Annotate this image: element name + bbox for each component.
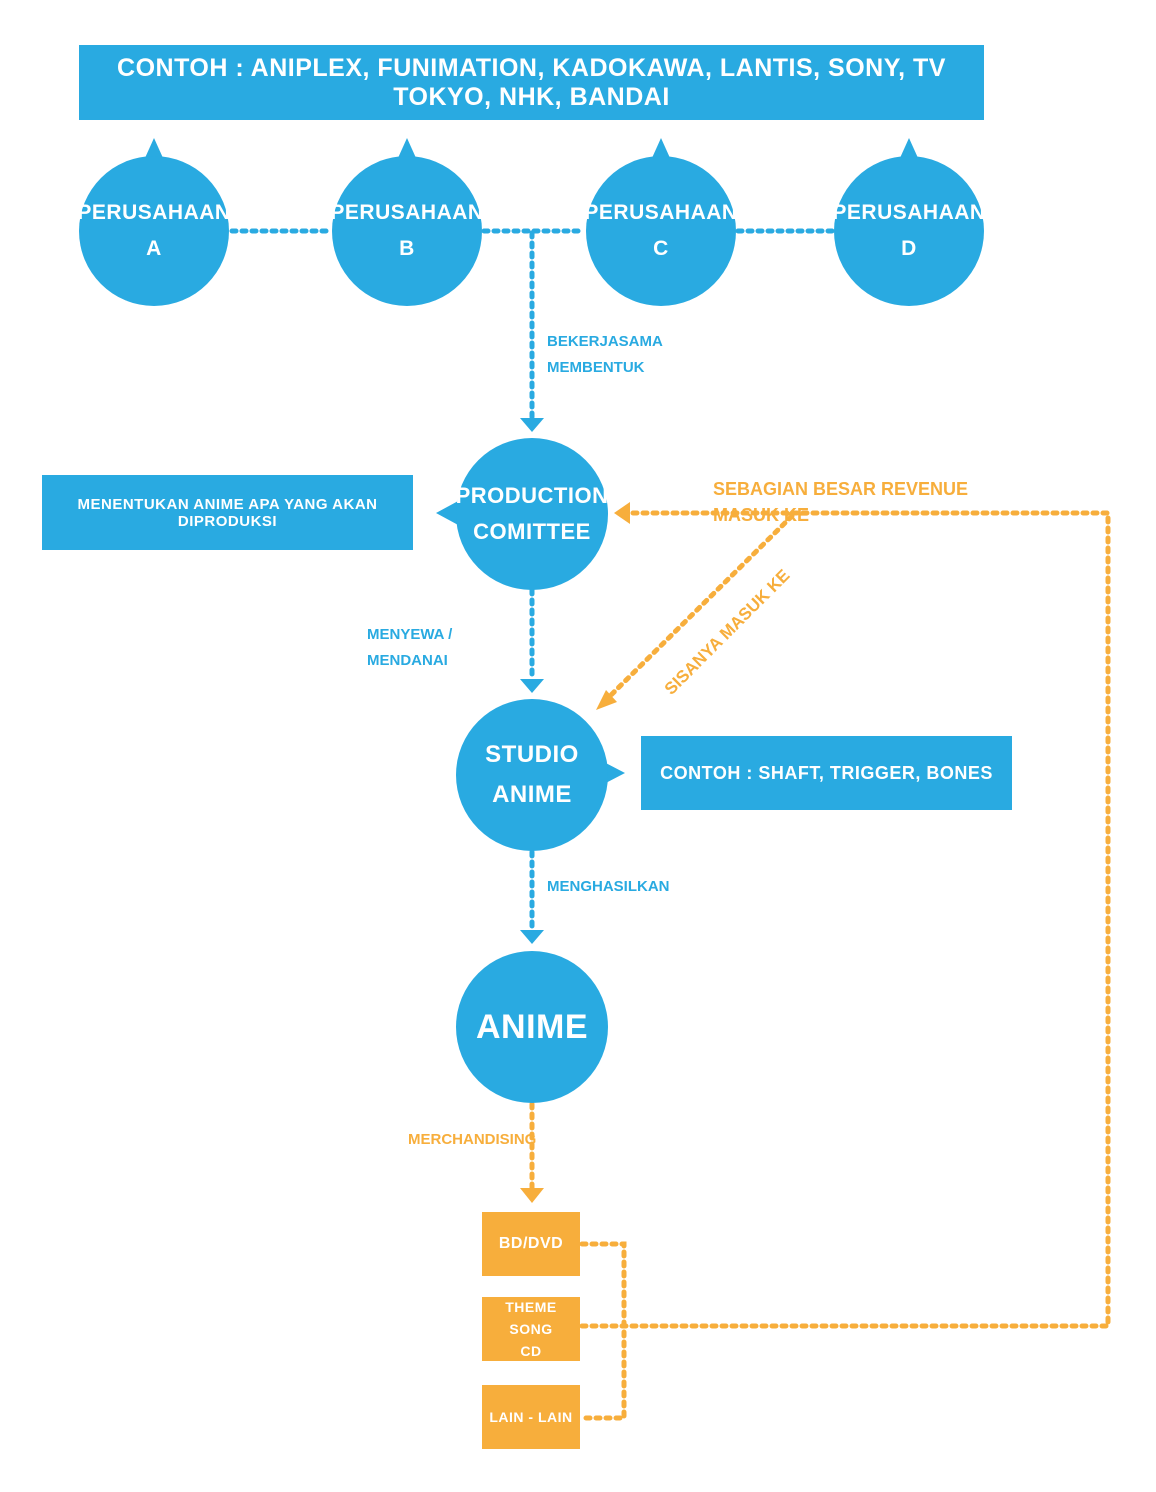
studio-note: CONTOH : SHAFT, TRIGGER, BONES: [641, 736, 1012, 810]
production-committee-node: PRODUCTION COMITTEE: [456, 438, 608, 590]
examples-banner: CONTOH : ANIPLEX, FUNIMATION, KADOKAWA, …: [79, 45, 984, 120]
arrowhead-anime: [520, 930, 544, 944]
company-a-letter: A: [146, 237, 162, 260]
company-b-node: PERUSAHAAN B: [330, 156, 484, 306]
committee-note: MENENTUKAN ANIME APA YANG AKAN DIPRODUKS…: [42, 475, 413, 550]
tail-committee: [436, 500, 460, 526]
tail-a: [145, 138, 163, 158]
company-d-letter: D: [901, 237, 917, 260]
company-d-label: PERUSAHAAN: [832, 201, 986, 224]
company-b-label: PERUSAHAAN: [330, 201, 484, 224]
production-committee-line2: COMITTEE: [473, 519, 591, 544]
production-committee-line1: PRODUCTION: [455, 483, 609, 508]
edge-label-form-line1: BEKERJASAMA: [547, 333, 663, 350]
arrowhead-merch: [520, 1188, 544, 1203]
company-b-letter: B: [399, 237, 415, 260]
revenue-main-label: SEBAGIAN BESAR REVENUE MASUK KE: [713, 479, 969, 525]
tail-d: [900, 138, 918, 158]
merch-item-theme-song-line1: THEME SONG: [505, 1299, 557, 1337]
edge-label-hire: MENYEWA / MENDANAI: [367, 626, 453, 669]
studio-line1: STUDIO: [485, 741, 579, 768]
arrowhead-studio: [520, 679, 544, 693]
merch-item-others-label: LAIN - LAIN: [489, 1409, 573, 1425]
anime-label: ANIME: [475, 1007, 589, 1046]
merch-bracket: [579, 1241, 627, 1421]
tail-c: [652, 138, 670, 158]
tail-b: [398, 138, 416, 158]
company-a-node: PERUSAHAAN A: [77, 156, 231, 306]
arrowhead-committee: [520, 418, 544, 432]
edge-label-form-line2: MEMBENTUK: [547, 359, 645, 376]
company-d-node: PERUSAHAAN D: [832, 156, 986, 306]
merch-item-bd-dvd-label: BD/DVD: [498, 1235, 564, 1252]
studio-line2: ANIME: [492, 781, 572, 808]
revenue-rest-path: [605, 513, 795, 701]
revenue-main-path: [579, 510, 1111, 1329]
arrowhead-revenue-main: [614, 502, 630, 524]
merch-item-bd-dvd: BD/DVD: [482, 1212, 580, 1276]
edge-label-produce: MENGHASILKAN: [547, 878, 670, 895]
edge-label-merch: MERCHANDISING: [408, 1131, 537, 1148]
merch-item-theme-song-line2: CD: [520, 1343, 542, 1359]
company-c-node: PERUSAHAAN C: [584, 156, 738, 306]
arrowhead-revenue-rest: [596, 690, 617, 710]
company-a-label: PERUSAHAAN: [77, 201, 231, 224]
studio-anime-node: STUDIO ANIME: [456, 699, 608, 851]
company-c-label: PERUSAHAAN: [584, 201, 738, 224]
company-c-letter: C: [653, 237, 669, 260]
merch-item-theme-song: THEME SONG CD: [482, 1297, 580, 1361]
anime-node: ANIME: [456, 951, 608, 1103]
edge-label-form: BEKERJASAMA MEMBENTUK: [547, 329, 687, 381]
merch-item-others: LAIN - LAIN: [482, 1385, 580, 1449]
